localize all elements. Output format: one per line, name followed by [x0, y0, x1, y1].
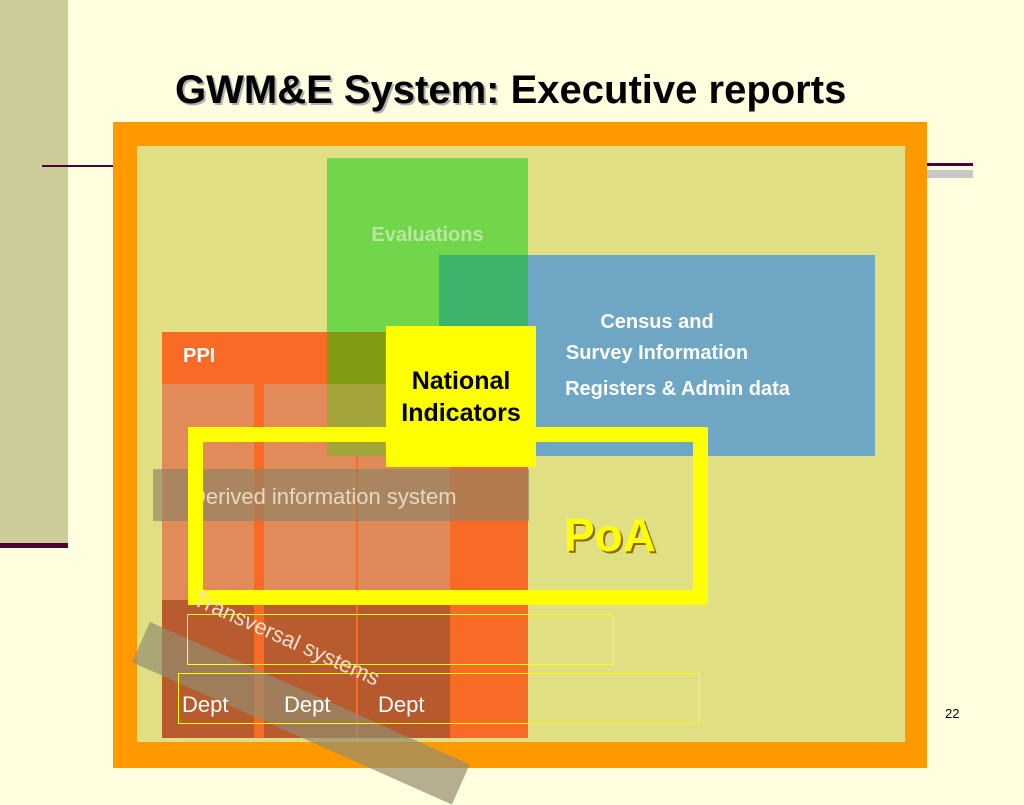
national-label-line1: National	[411, 367, 511, 395]
derived-information-bar	[153, 469, 529, 521]
national-indicators-label: National Indicators	[386, 365, 536, 429]
outline-box-1	[187, 614, 614, 665]
title-rule-right-gray	[925, 170, 973, 178]
column-evaluations-overlap	[327, 384, 385, 456]
ppi-label: PPI	[183, 345, 216, 367]
census-label-line1: Census and	[600, 311, 714, 333]
title-bold-part: GWM&E System:	[175, 68, 500, 112]
evaluations-label: Evaluations	[371, 224, 484, 246]
left-decor-rule	[0, 543, 68, 548]
ppi-evaluations-overlap	[327, 332, 385, 384]
census-label-line3: Registers & Admin data	[565, 378, 790, 400]
poa-frame	[188, 427, 708, 605]
left-decor-bar	[0, 0, 68, 545]
derived-information-label: Derived information system	[190, 484, 457, 509]
poa-label: PoA	[564, 509, 656, 561]
slide-title: GWM&E System: Executive reports	[175, 68, 935, 113]
dept-label-1: Dept	[182, 692, 229, 717]
title-rule-left	[42, 165, 122, 167]
national-label-line2: Indicators	[401, 399, 521, 427]
dept-label-2: Dept	[284, 692, 331, 717]
page-number: 22	[945, 706, 960, 721]
census-label-line2: Survey Information	[565, 342, 749, 364]
dept-label-3: Dept	[378, 692, 425, 717]
dept-column-3-base	[358, 600, 450, 738]
national-indicators-box	[386, 326, 536, 467]
title-rule-right	[925, 163, 973, 166]
title-rest-part: Executive reports	[499, 68, 847, 112]
outline-box-2	[178, 673, 700, 724]
